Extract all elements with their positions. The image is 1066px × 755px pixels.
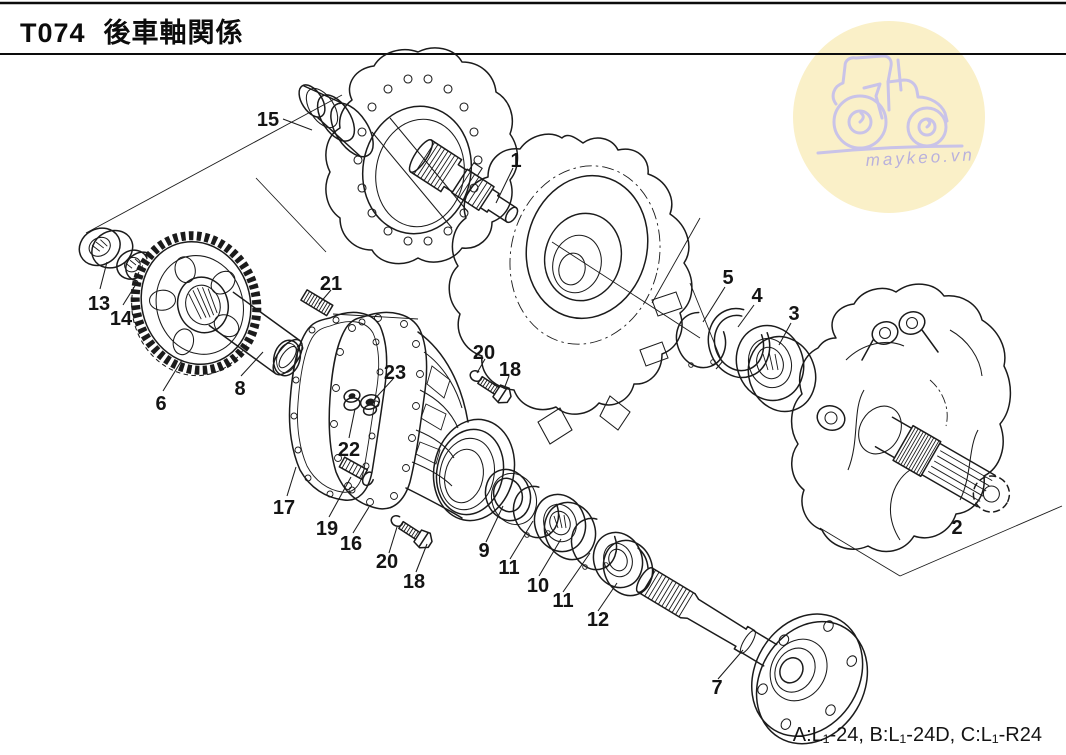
callout-18-top: 18 xyxy=(499,359,521,381)
callout-16: 16 xyxy=(340,533,362,555)
callout-3: 3 xyxy=(788,303,799,325)
callout-23: 23 xyxy=(384,362,406,384)
callout-22: 22 xyxy=(338,439,360,461)
watermark: maykeo.vn xyxy=(793,21,985,213)
callout-7: 7 xyxy=(711,677,722,699)
bolt-holes-15 xyxy=(353,74,483,246)
callout-12: 12 xyxy=(587,609,609,631)
part-15-housing xyxy=(298,47,519,265)
callout-14: 14 xyxy=(110,308,133,330)
part-2-shaft xyxy=(874,416,1011,513)
callout-9: 9 xyxy=(478,540,489,562)
phantom-lines xyxy=(85,94,1063,577)
part-13-bearing xyxy=(78,227,134,269)
transmission-case xyxy=(448,133,693,445)
page-code: T074 xyxy=(20,18,86,48)
housing-15-snout xyxy=(298,84,374,158)
part-19-stud xyxy=(338,456,375,487)
callout-10: 10 xyxy=(527,575,549,597)
part-10-bearing xyxy=(533,493,597,561)
part-18-bolt-top xyxy=(477,375,512,404)
callout-5: 5 xyxy=(722,267,733,289)
part-22-nut xyxy=(343,389,361,411)
page-title-jp: 後車軸関係 xyxy=(104,18,244,48)
part-7-axle-shaft xyxy=(635,566,869,745)
callout-8: 8 xyxy=(234,378,245,400)
part-3-bearing xyxy=(735,324,817,413)
callouts: 15 1 13 14 6 8 21 23 22 17 19 16 20 18 2… xyxy=(88,109,963,699)
callout-15: 15 xyxy=(257,109,279,131)
part-18-bolt-bottom xyxy=(398,520,433,549)
callout-6: 6 xyxy=(155,393,166,415)
callout-21: 21 xyxy=(320,273,342,295)
flange-holes-16 xyxy=(330,314,424,506)
leader-lines xyxy=(99,118,792,680)
callout-4: 4 xyxy=(751,285,763,307)
callout-17: 17 xyxy=(273,497,295,519)
callout-18-bottom: 18 xyxy=(403,571,425,593)
variant-note: A:L₁-24, B:L₁-24D, C:L₁-R24 xyxy=(793,724,1042,746)
part-6-gear xyxy=(130,231,262,377)
callout-19: 19 xyxy=(316,518,338,540)
case-top-bracket xyxy=(861,310,939,361)
part-16-axle-housing xyxy=(328,311,516,522)
o-ring xyxy=(272,339,302,377)
rear-axle-case xyxy=(790,283,1012,553)
gasket-holes xyxy=(290,316,384,498)
callout-20-top: 20 xyxy=(473,342,495,364)
callout-13: 13 xyxy=(88,293,110,315)
flange-bolt-holes xyxy=(757,620,858,730)
part-23-nut xyxy=(359,394,381,416)
page-title: T074 後車軸関係 xyxy=(20,18,244,48)
part-20-washer-bottom xyxy=(390,514,404,528)
callout-20-bottom: 20 xyxy=(376,551,398,573)
callout-2: 2 xyxy=(951,517,962,539)
header: T074 後車軸関係 xyxy=(0,1,1066,55)
watermark-circle xyxy=(793,21,985,213)
part-20-washer-top xyxy=(469,369,483,383)
callout-11-b: 11 xyxy=(552,590,573,612)
part-1-shaft xyxy=(408,138,519,224)
callout-11-a: 11 xyxy=(498,557,519,579)
tractor-icon xyxy=(816,54,964,155)
case-left-boss xyxy=(816,404,846,432)
callout-1: 1 xyxy=(510,150,521,172)
part-12-seal xyxy=(592,531,654,597)
